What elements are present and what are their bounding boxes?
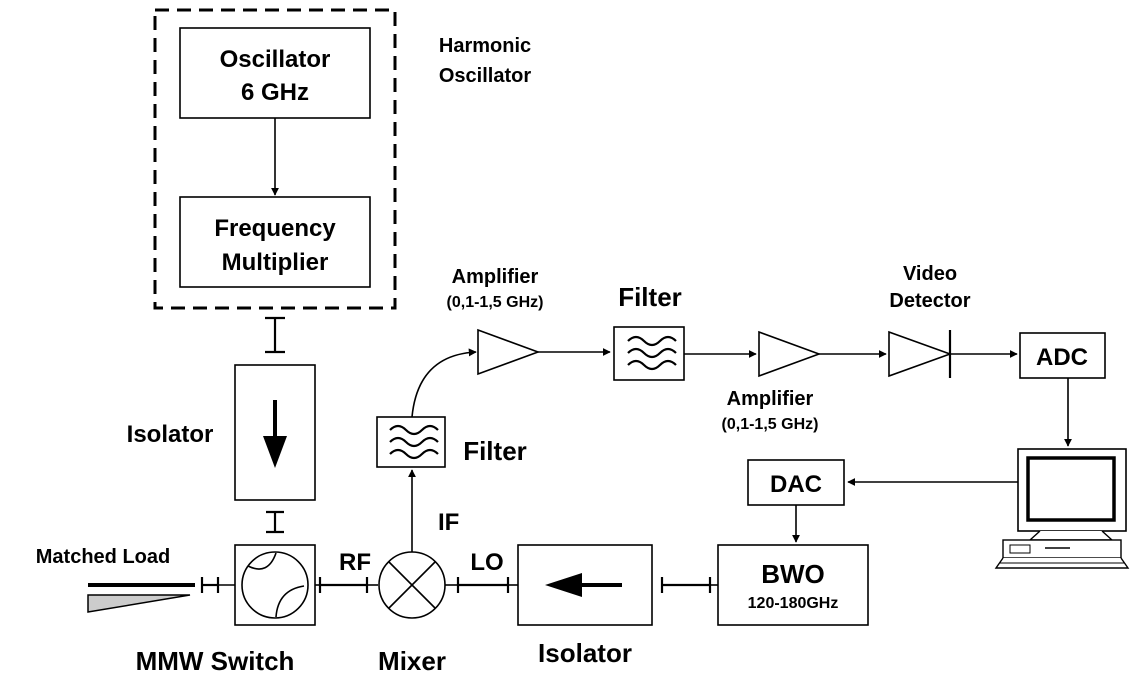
adc-block xyxy=(1019,332,1106,379)
dac-label: DAC xyxy=(770,471,822,498)
adc: ADC xyxy=(1019,332,1106,379)
harmonic-oscillator-title: Harmonic xyxy=(439,35,531,57)
lo-label: LO xyxy=(470,549,503,576)
amplifier-2-range: (0,1-1,5 GHz) xyxy=(722,416,819,433)
dac-block xyxy=(747,459,845,506)
if-label: IF xyxy=(438,509,459,536)
filter-2-block xyxy=(613,326,685,381)
multiplier-label: Frequency xyxy=(214,215,336,242)
if-filter-block xyxy=(376,416,446,468)
harmonic-oscillator-title-2: Oscillator xyxy=(439,65,531,87)
video-detector-label: Video xyxy=(903,263,957,285)
flange-top xyxy=(265,316,285,354)
mmw-switch-block xyxy=(234,544,316,626)
filter-2: Filter xyxy=(613,282,685,381)
matched-load-label: Matched Load xyxy=(36,546,170,568)
harmonic-oscillator-outline xyxy=(153,8,397,310)
matched-load: Matched Load xyxy=(36,546,235,613)
amplifier-1-range: (0,1-1,5 GHz) xyxy=(447,294,544,311)
isolator-arrow-down-icon xyxy=(263,436,287,468)
amplifier-1-label: Amplifier xyxy=(452,266,539,288)
oscillator-frequency: 6 GHz xyxy=(241,79,309,106)
video-detector-symbol xyxy=(888,330,953,378)
mixer: Mixer IF LO xyxy=(378,509,504,675)
mmw-switch: MMW Switch xyxy=(136,544,316,675)
if-filter: Filter xyxy=(376,416,527,468)
rf-label: RF xyxy=(339,549,371,576)
amplifier-1-symbol xyxy=(477,328,541,376)
harmonic-oscillator-group: Harmonic Oscillator Oscillator 6 GHz Fre… xyxy=(153,8,531,310)
filter-to-amplifier-arrow xyxy=(411,348,477,418)
flange-isolator-switch xyxy=(266,510,284,534)
filter-2-label: Filter xyxy=(618,282,682,312)
matched-load-wedge-icon xyxy=(87,594,191,613)
bwo-label: BWO xyxy=(761,559,825,589)
oscillator-block xyxy=(179,27,371,119)
amplifier-1: Amplifier (0,1-1,5 GHz) xyxy=(447,266,544,376)
isolator-bottom-label: Isolator xyxy=(538,638,632,668)
video-detector-label-2: Detector xyxy=(889,290,970,312)
multiplier-label-2: Multiplier xyxy=(222,249,329,276)
isolator-left-label: Isolator xyxy=(127,421,214,448)
if-filter-label: Filter xyxy=(463,436,527,466)
oscillator-label: Oscillator xyxy=(220,46,331,73)
video-detector: Video Detector xyxy=(888,263,971,378)
flange-bwo-isolator xyxy=(660,577,718,593)
amplifier-2-label: Amplifier xyxy=(727,388,814,410)
adc-label: ADC xyxy=(1036,344,1088,371)
mmw-switch-label: MMW Switch xyxy=(136,646,295,675)
isolator-left: Isolator xyxy=(127,364,316,501)
mixer-label: Mixer xyxy=(378,646,446,675)
lo-link xyxy=(445,577,518,593)
amplifier-2-symbol xyxy=(758,330,822,378)
computer-icon xyxy=(994,448,1130,569)
dac: DAC xyxy=(747,459,845,506)
amplifier-2: Amplifier (0,1-1,5 GHz) xyxy=(722,330,822,433)
frequency-multiplier-block xyxy=(179,196,371,288)
isolator-bottom: Isolator xyxy=(517,544,653,668)
bwo-block xyxy=(717,544,869,626)
bwo: BWO 120-180GHz xyxy=(717,544,869,626)
rf-link: RF xyxy=(315,549,378,593)
isolator-arrow-left-icon xyxy=(545,573,582,597)
bwo-range: 120-180GHz xyxy=(748,595,839,612)
